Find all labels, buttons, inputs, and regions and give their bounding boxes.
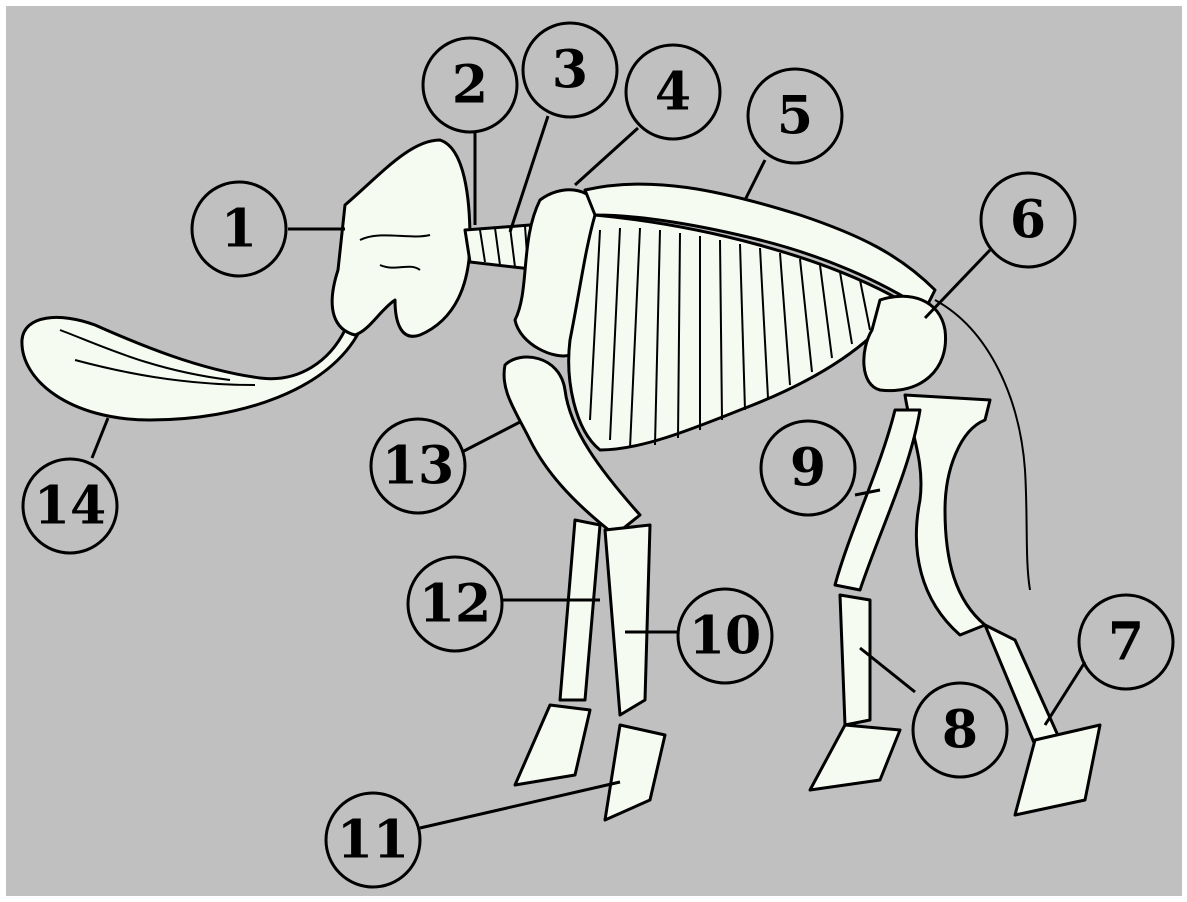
callout-8-label: 8: [942, 700, 978, 761]
callout-3-label: 3: [552, 40, 588, 101]
callout-2-label: 2: [452, 55, 488, 116]
callout-13-label: 13: [382, 436, 454, 497]
callout-4-label: 4: [655, 62, 691, 123]
callout-14-label: 14: [34, 476, 106, 537]
callout-6-label: 6: [1010, 190, 1046, 251]
callout-11-label: 11: [337, 810, 409, 871]
hind-lower-leg: [840, 595, 870, 725]
callout-9-label: 9: [790, 438, 826, 499]
callout-12-label: 12: [419, 574, 491, 635]
callout-1-label: 1: [221, 199, 257, 260]
diagram-background: [6, 6, 1182, 896]
callout-5-label: 5: [777, 86, 813, 147]
callout-7-label: 7: [1108, 612, 1144, 673]
callout-10-label: 10: [689, 606, 761, 667]
